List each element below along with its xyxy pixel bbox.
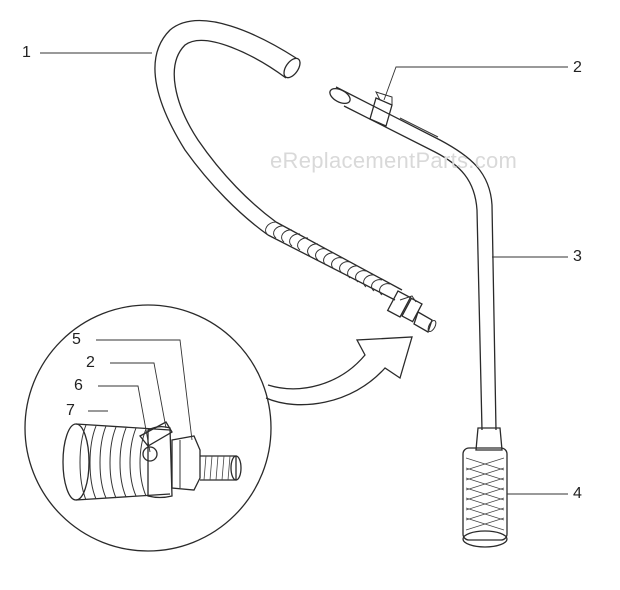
watermark-text: eReplacementParts.com — [270, 148, 518, 173]
leader-lines — [40, 52, 568, 495]
callout-4: 4 — [573, 485, 582, 502]
hose-ribbed-section — [265, 221, 403, 301]
inlet-strainer-part-4 — [462, 427, 508, 548]
detail-inset — [24, 304, 413, 552]
callout-5: 5 — [72, 331, 81, 348]
callout-7: 7 — [66, 402, 75, 419]
callout-2-top: 2 — [573, 59, 582, 76]
callout-1: 1 — [22, 44, 31, 61]
inset-hose-fitting — [62, 421, 242, 501]
suction-hose-part-1 — [154, 20, 437, 333]
hose-clamp-part-2 — [369, 91, 393, 127]
callout-2-inset: 2 — [86, 354, 95, 371]
hose-end-fitting — [386, 290, 437, 333]
suction-tube-part-3 — [329, 86, 497, 431]
callout-3: 3 — [573, 248, 582, 265]
callout-6: 6 — [74, 377, 83, 394]
